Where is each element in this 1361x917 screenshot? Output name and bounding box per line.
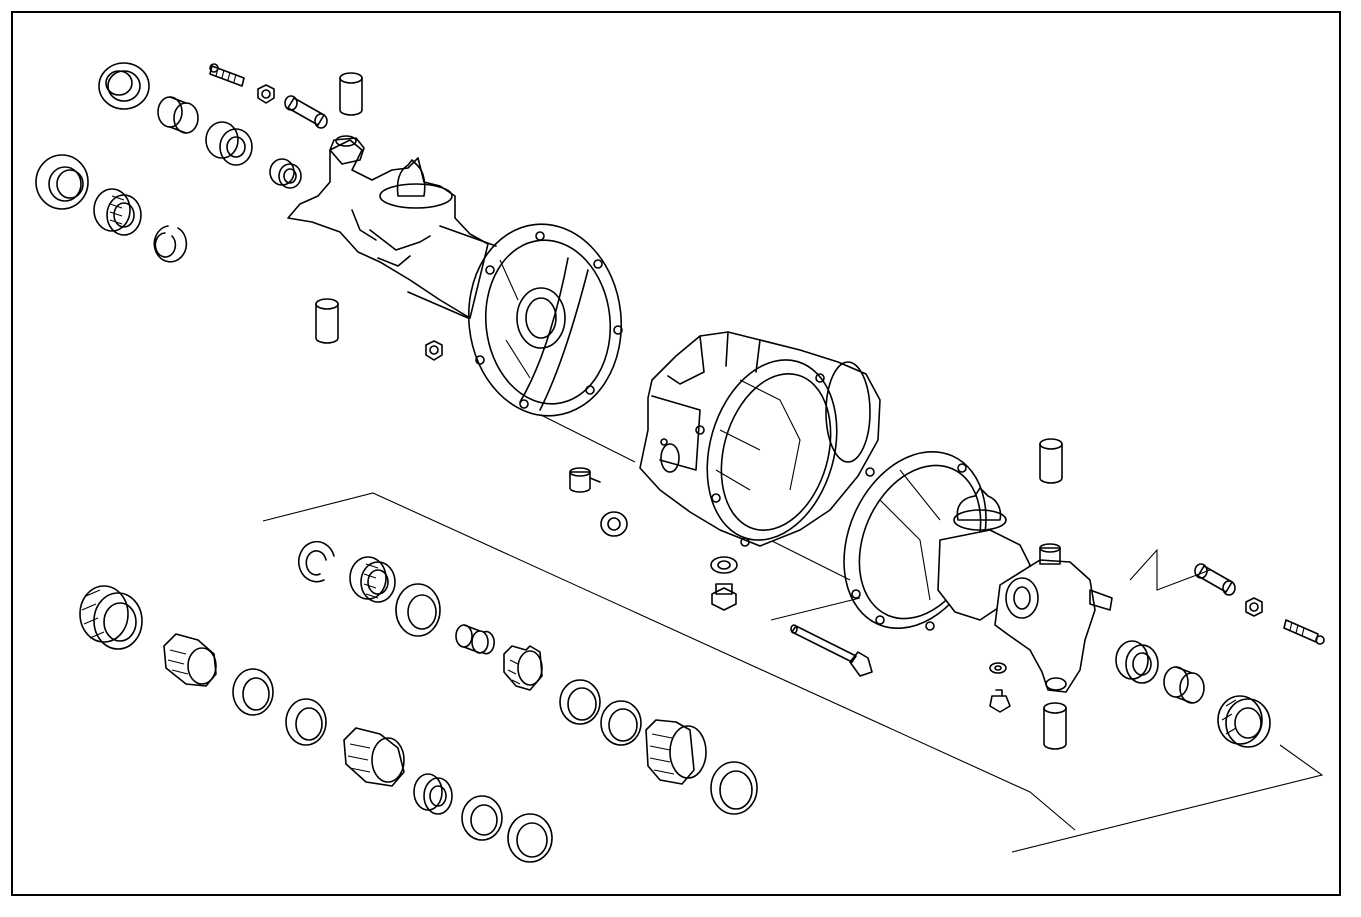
kit-spacer-2 bbox=[285, 698, 327, 746]
small-grommet bbox=[269, 158, 302, 189]
kit-bearing-cone bbox=[413, 773, 453, 815]
hex-nut bbox=[425, 340, 443, 361]
kit-gear bbox=[503, 645, 543, 691]
axis-line-left bbox=[540, 414, 636, 463]
kit-bracket-line bbox=[262, 492, 1076, 831]
axis-line-center bbox=[759, 534, 851, 581]
kit-side-gear bbox=[645, 719, 707, 785]
right-step-line bbox=[1129, 548, 1211, 591]
grease-fitting bbox=[209, 63, 245, 87]
outer-seal-ring bbox=[35, 154, 89, 210]
kit-outer-seal bbox=[710, 761, 758, 815]
pin-sleeve-right bbox=[1194, 563, 1236, 596]
right-spindle-bearing-set bbox=[1115, 563, 1325, 748]
kit-dust-boot bbox=[79, 585, 143, 650]
differential-bearing-kit bbox=[79, 540, 758, 863]
left-housing-flange bbox=[467, 223, 623, 417]
kit-snap-ring bbox=[297, 540, 335, 583]
right-steering-knuckle bbox=[994, 543, 1113, 693]
seal-ring-right bbox=[1217, 695, 1271, 748]
grease-fitting-right bbox=[1283, 619, 1325, 645]
left-axle-housing bbox=[287, 135, 623, 417]
kit-spacer-1 bbox=[232, 668, 274, 716]
kit-thrust-washer-2 bbox=[600, 700, 642, 746]
kit-seal-ring bbox=[395, 583, 441, 637]
fill-plug bbox=[710, 556, 738, 611]
sleeve-right bbox=[1163, 666, 1205, 704]
kit-bearing-cup bbox=[461, 795, 503, 841]
spacer-collar bbox=[205, 121, 253, 166]
long-bolt bbox=[790, 624, 873, 677]
left-spindle-bearing-set bbox=[35, 62, 443, 361]
pin-sleeve bbox=[284, 95, 328, 129]
bushing-sleeve bbox=[157, 96, 199, 134]
kit-needle-bearing bbox=[349, 556, 396, 603]
kit-seal-outer-2 bbox=[507, 813, 553, 863]
leader-lines bbox=[262, 414, 1324, 853]
washer-small bbox=[989, 662, 1007, 674]
kit-pinion-2 bbox=[343, 727, 405, 787]
dowel-pin bbox=[339, 72, 363, 116]
snap-ring bbox=[153, 225, 188, 263]
dowel-pin-lower bbox=[315, 298, 339, 344]
knuckle-stud bbox=[1039, 438, 1063, 484]
kit-thrust-washer-1 bbox=[559, 679, 601, 725]
kit-pinion bbox=[163, 633, 217, 687]
vent-plug bbox=[569, 467, 601, 493]
differential-carrier bbox=[639, 331, 881, 547]
hex-nut-small bbox=[257, 84, 275, 104]
bleeder-screw bbox=[989, 689, 1011, 713]
bushing-right bbox=[1115, 640, 1159, 684]
kit-bushing bbox=[455, 624, 495, 655]
needle-bearing bbox=[93, 188, 142, 236]
seal-ring-large bbox=[98, 62, 150, 110]
knuckle-pin-lower bbox=[1043, 702, 1067, 750]
kit-bracket-bottom-line bbox=[1011, 744, 1324, 853]
washer-ring bbox=[600, 511, 628, 537]
right-bracket-line bbox=[770, 597, 861, 621]
hex-nut-right bbox=[1245, 597, 1263, 617]
